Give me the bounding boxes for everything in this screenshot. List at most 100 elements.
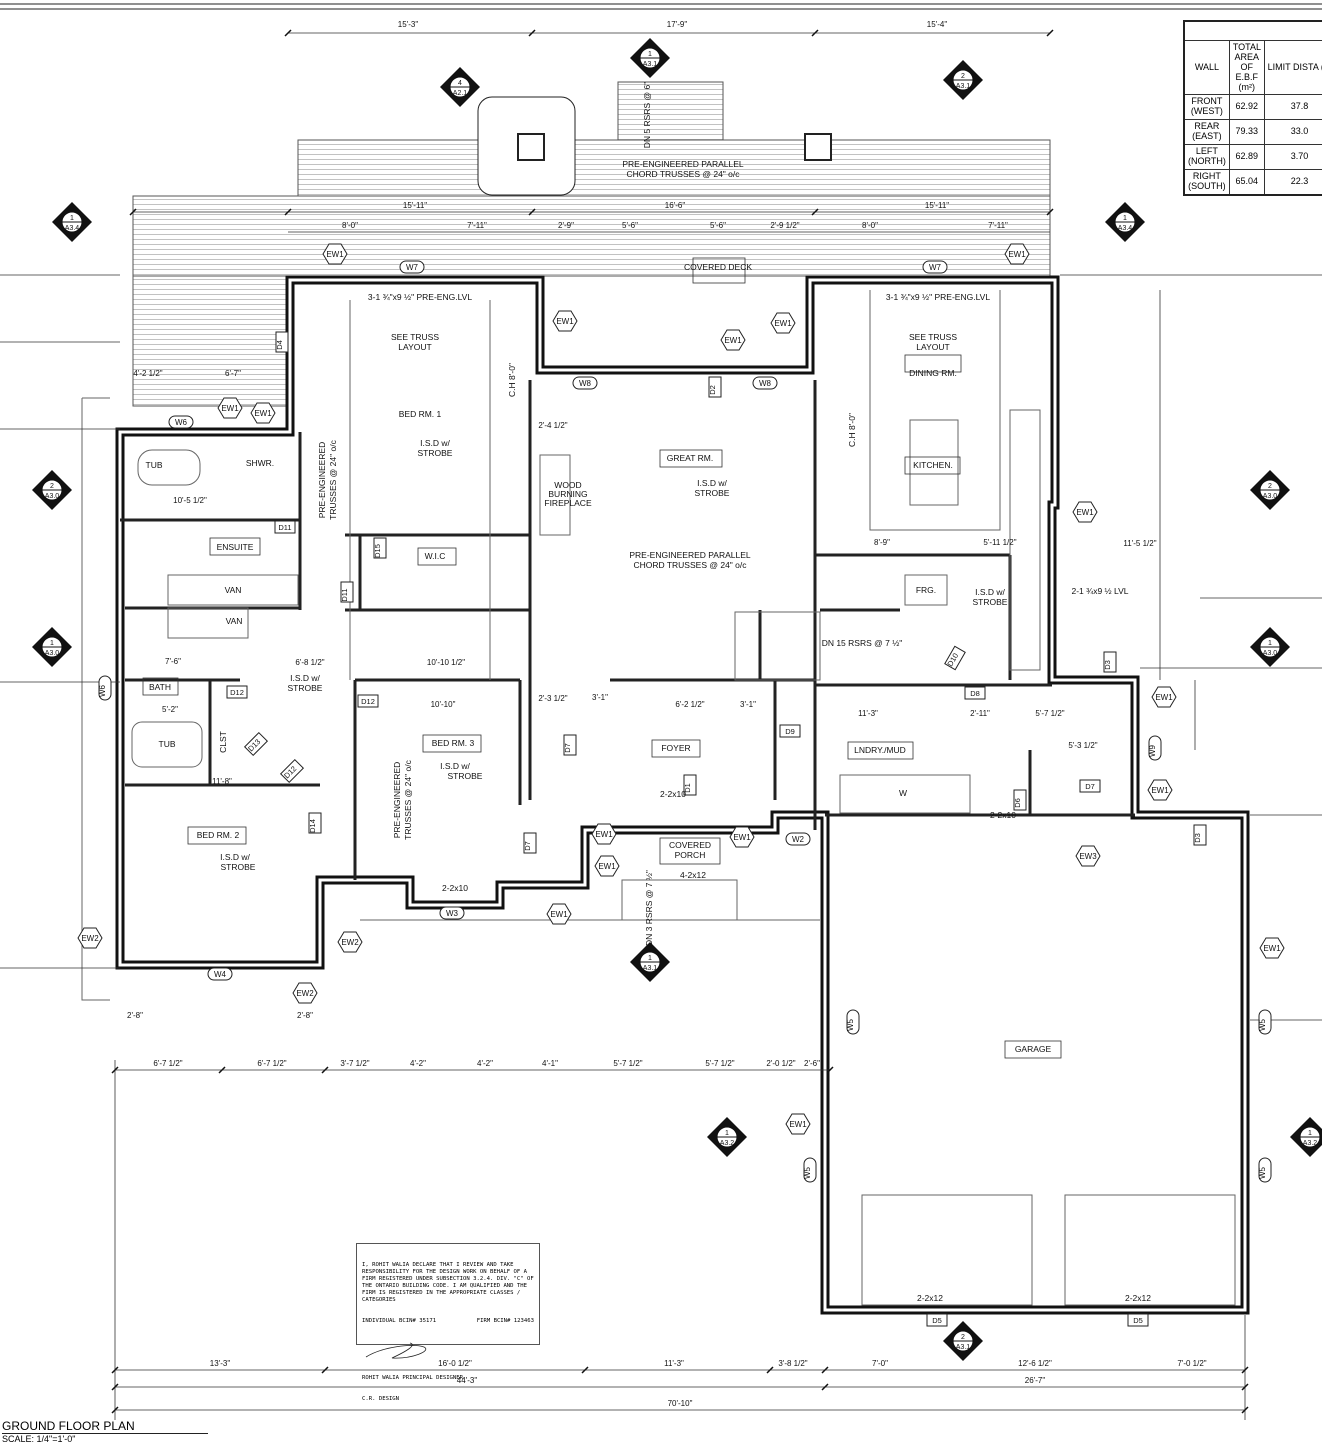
door-tag-label: D4 xyxy=(275,340,284,350)
section-marker[interactable]: 1A3.0 xyxy=(1250,627,1290,667)
room-label: BURNING xyxy=(548,489,587,499)
window-tag-shape xyxy=(399,260,425,274)
section-number: 1 xyxy=(725,1130,729,1137)
window-tag-shape xyxy=(168,415,194,429)
room-label-box xyxy=(417,547,457,566)
ebf-header-area: TOTAL AREA OF E.B.F (m²) xyxy=(1228,39,1265,96)
wall-type-tag: EW2 xyxy=(292,982,318,1004)
door-tag-label: D7 xyxy=(563,743,572,753)
room-label-box xyxy=(142,677,179,696)
door-tag-label: D5 xyxy=(932,1316,942,1325)
wall-tag-label: EW1 xyxy=(1155,693,1173,702)
wall-type-tag: EW3 xyxy=(1075,845,1101,867)
window-tag-label: W5 xyxy=(1258,1018,1267,1031)
room-label: C.H 8'-0" xyxy=(507,363,517,397)
door-tag-shape xyxy=(523,832,537,854)
window-tag-shape xyxy=(439,906,465,920)
section-marker[interactable]: 1A3.1 xyxy=(630,942,670,982)
dimension-tick xyxy=(321,1366,329,1374)
hexagon-icon xyxy=(217,397,243,419)
dimension-tick xyxy=(528,29,536,37)
area-cell: 79.33 xyxy=(1228,119,1265,146)
room-label: 3-1 ¾"x9 ½" PRE-ENG.LVL xyxy=(368,292,472,302)
wall-type-tag: EW1 xyxy=(785,1113,811,1135)
door-tag-shape xyxy=(308,812,322,834)
firm-name: C.R. DESIGN xyxy=(362,1396,400,1402)
section-marker[interactable]: 1A3.1 xyxy=(630,38,670,78)
dimension-label: 2'-4 1/2" xyxy=(538,421,567,430)
dimension-tick xyxy=(811,29,819,37)
section-marker[interactable]: 2A3.0 xyxy=(1250,470,1290,510)
section-marker[interactable]: 2A3.0 xyxy=(32,470,72,510)
window-tag-label: W5 xyxy=(803,1166,812,1179)
room-label: DINING RM. xyxy=(909,368,957,378)
wall-type-tag: EW1 xyxy=(322,243,348,265)
door-tag-label: D11 xyxy=(278,523,291,532)
room-label: SHWR. xyxy=(246,458,274,468)
section-marker[interactable]: 1A3.4 xyxy=(52,202,92,242)
section-marker[interactable]: 1A3.2 xyxy=(1290,1117,1322,1157)
window-tag: W5 xyxy=(803,1157,817,1183)
section-marker[interactable]: 4A2.1 xyxy=(440,67,480,107)
dimension-tick xyxy=(129,208,137,216)
window-tag: W2 xyxy=(785,832,811,846)
hexagon-icon xyxy=(1072,501,1098,523)
dimension-label: 4'-2 1/2" xyxy=(133,369,162,378)
door-tag: D14 xyxy=(308,812,322,834)
dimension-label: 13'-3" xyxy=(210,1359,231,1368)
door-tag-label: D3 xyxy=(1193,833,1202,843)
section-marker[interactable]: 2A3.1 xyxy=(943,1321,983,1361)
window-tag-label: W2 xyxy=(792,835,805,844)
room-label: W.I.C xyxy=(425,551,446,561)
room-label: PRE-ENGINEERED PARALLEL xyxy=(622,159,744,169)
dimension-label: 11'-3" xyxy=(858,709,878,718)
dimension-label: 15'-4" xyxy=(927,20,948,29)
dimension-label: 11'-3" xyxy=(664,1359,684,1368)
window-tag-shape xyxy=(803,1157,817,1183)
room-label: SEE TRUSS xyxy=(909,332,957,342)
dimension-tick xyxy=(826,1066,834,1074)
door-tag-shape xyxy=(1127,1313,1149,1327)
ebf-header-limit: LIMIT DISTA (m xyxy=(1263,39,1322,96)
room-label-box xyxy=(904,354,962,373)
dimension-label: 2'-0 1/2" xyxy=(766,1059,795,1068)
room-label: DN 5 RSRS @ 6" xyxy=(642,82,652,148)
dimension-label: 17'-9" xyxy=(667,20,688,29)
individual-bcin: INDIVIDUAL BCIN# 35171 xyxy=(362,1318,437,1324)
door-tag-label: D12 xyxy=(230,688,244,697)
door-tag-label: D11 xyxy=(340,588,349,601)
dimension-label: 5'-7 1/2" xyxy=(613,1059,642,1068)
door-tag-shape xyxy=(1079,779,1101,793)
section-marker[interactable]: 1A3.4 xyxy=(1105,202,1145,242)
dimension-label: 8'-0" xyxy=(342,221,358,230)
firm-bcin: FIRM BCIN# 123463 xyxy=(476,1318,534,1324)
post xyxy=(804,133,832,161)
dimension-label: 3'-1" xyxy=(740,700,756,709)
door-tag-shape xyxy=(1103,651,1117,673)
section-marker[interactable]: 1A3.2 xyxy=(707,1117,747,1157)
section-marker[interactable]: 1A3.0 xyxy=(32,627,72,667)
wall-tag-label: EW1 xyxy=(326,250,344,259)
dimension-label: 5'-3 1/2" xyxy=(1068,741,1097,750)
dimension-label: 5'-7 1/2" xyxy=(1035,709,1064,718)
window-tag: W5 xyxy=(1258,1157,1272,1183)
hexagon-icon xyxy=(729,826,755,848)
wall-type-tag: EW1 xyxy=(1151,686,1177,708)
room-label: GREAT RM. xyxy=(667,453,713,463)
wall-type-tag: EW1 xyxy=(594,855,620,877)
dimension-label: 6'-7 1/2" xyxy=(257,1059,286,1068)
room-label: TUB xyxy=(146,460,163,470)
room-label: I.S.D w/ xyxy=(220,852,250,862)
door-tag: D8 xyxy=(964,686,986,700)
section-number: 1 xyxy=(70,215,74,222)
room-label: CHORD TRUSSES @ 24" o/c xyxy=(633,560,747,570)
section-number: 2 xyxy=(50,483,54,490)
dimension-tick xyxy=(821,1366,829,1374)
section-marker[interactable]: 2A3.1 xyxy=(943,60,983,100)
dimension-label: 8'-0" xyxy=(862,221,878,230)
limit-cell: 22.3 xyxy=(1263,168,1322,196)
window-tag-label: W6 xyxy=(98,684,107,697)
room-label: STROBE xyxy=(695,488,730,498)
